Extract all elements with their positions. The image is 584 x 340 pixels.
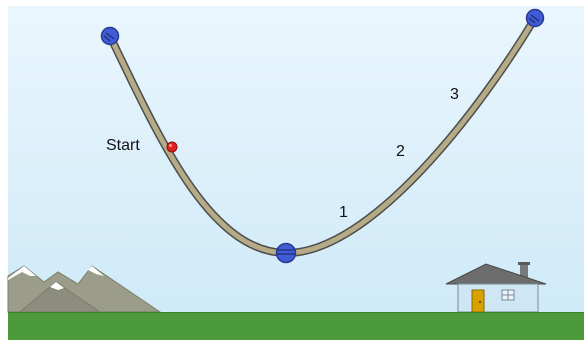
right-handle[interactable] <box>525 8 545 28</box>
marker-1-label: 1 <box>339 204 348 221</box>
house-door <box>471 289 485 313</box>
sky-background <box>8 6 584 314</box>
marker-2-label: 2 <box>396 143 405 160</box>
bottom-handle[interactable] <box>275 242 297 264</box>
mountains-icon <box>7 265 162 313</box>
start-label: Start <box>106 137 140 154</box>
marker-3-label: 3 <box>450 86 459 103</box>
ball-icon[interactable] <box>166 141 178 153</box>
house-icon <box>445 262 547 313</box>
left-handle[interactable] <box>100 26 120 46</box>
ground <box>8 312 584 340</box>
